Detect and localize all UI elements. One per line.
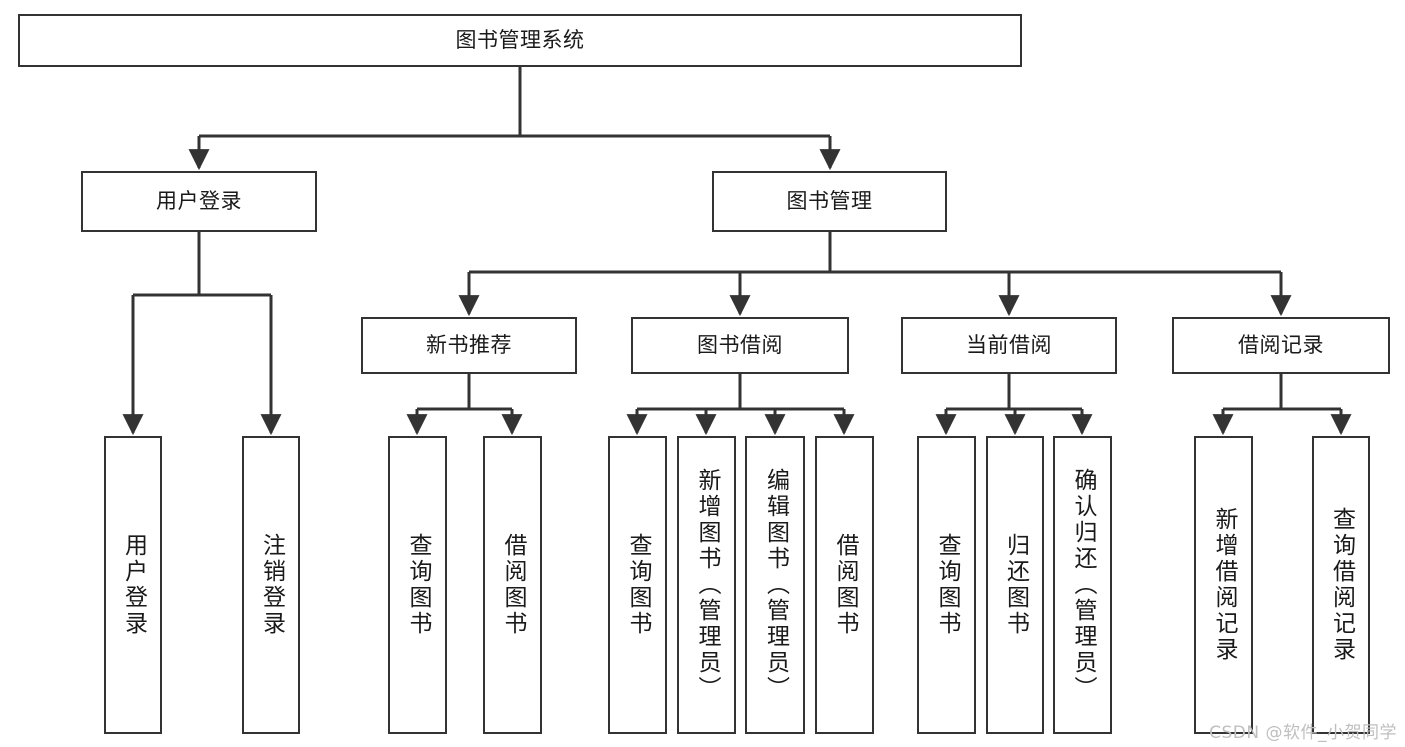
node-book-management-label: 图书管理	[786, 188, 873, 213]
node-leaf-return-book-label: 归还图书	[1002, 533, 1029, 637]
node-user-login[interactable]: 用户登录	[81, 171, 317, 232]
node-leaf-query-record[interactable]: 查询借阅记录	[1312, 436, 1370, 734]
node-leaf-borrow-book-1[interactable]: 借阅图书	[483, 436, 542, 734]
node-current-borrow[interactable]: 当前借阅	[901, 317, 1117, 374]
node-leaf-add-book[interactable]: 新增图书（管理员）	[677, 436, 736, 734]
node-leaf-query-book-2[interactable]: 查询图书	[608, 436, 667, 734]
node-borrow-record-label: 借阅记录	[1238, 332, 1324, 357]
node-leaf-query-book-3-label: 查询图书	[934, 533, 960, 637]
node-root[interactable]: 图书管理系统	[18, 14, 1022, 67]
node-book-borrow[interactable]: 图书借阅	[631, 317, 849, 374]
node-leaf-confirm-return-label: 确认归还（管理员）	[1070, 468, 1096, 702]
node-leaf-user-login-label: 用户登录	[120, 533, 147, 637]
node-book-management[interactable]: 图书管理	[712, 171, 947, 232]
node-leaf-add-book-label: 新增图书（管理员）	[694, 468, 720, 702]
csdn-watermark: CSDN @软件_小贺同学	[1209, 723, 1397, 743]
node-leaf-edit-book[interactable]: 编辑图书（管理员）	[745, 436, 805, 734]
node-current-borrow-label: 当前借阅	[966, 332, 1052, 357]
node-leaf-query-book-3[interactable]: 查询图书	[917, 436, 976, 734]
node-leaf-logout-label: 注销登录	[258, 533, 285, 637]
node-leaf-edit-book-label: 编辑图书（管理员）	[762, 468, 789, 702]
node-leaf-borrow-book-2-label: 借阅图书	[832, 533, 858, 637]
node-leaf-add-record[interactable]: 新增借阅记录	[1194, 436, 1253, 734]
node-leaf-return-book[interactable]: 归还图书	[986, 436, 1044, 734]
node-leaf-query-record-label: 查询借阅记录	[1328, 507, 1355, 663]
node-leaf-confirm-return[interactable]: 确认归还（管理员）	[1053, 436, 1112, 734]
node-new-book-recommend-label: 新书推荐	[426, 332, 512, 357]
node-book-borrow-label: 图书借阅	[697, 332, 783, 357]
node-leaf-add-record-label: 新增借阅记录	[1211, 507, 1237, 663]
node-root-label: 图书管理系统	[455, 27, 585, 52]
node-leaf-query-book-1-label: 查询图书	[405, 533, 431, 637]
node-leaf-user-login[interactable]: 用户登录	[104, 436, 162, 734]
node-leaf-borrow-book-2[interactable]: 借阅图书	[815, 436, 874, 734]
node-borrow-record[interactable]: 借阅记录	[1172, 317, 1390, 374]
node-leaf-query-book-2-label: 查询图书	[625, 533, 651, 637]
node-leaf-query-book-1[interactable]: 查询图书	[388, 436, 447, 734]
node-user-login-label: 用户登录	[156, 188, 242, 213]
node-leaf-borrow-book-1-label: 借阅图书	[500, 533, 526, 637]
node-new-book-recommend[interactable]: 新书推荐	[361, 317, 577, 374]
node-leaf-logout[interactable]: 注销登录	[242, 436, 300, 734]
